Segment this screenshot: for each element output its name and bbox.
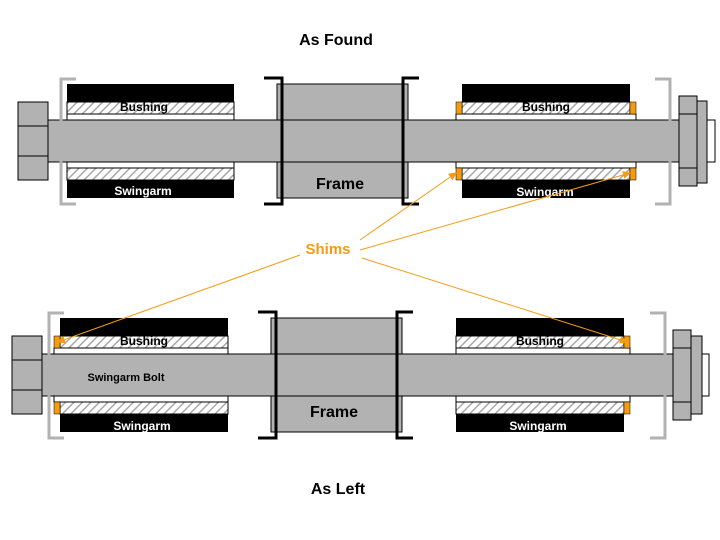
swingarm-label: Swingarm: [509, 419, 566, 433]
swingarm-bottom-plate: [67, 180, 234, 198]
shims-label: Shims: [305, 241, 350, 258]
bushing-sleeve-top: [455, 347, 631, 355]
nut: [672, 329, 710, 421]
swingarm-bracket-left: [47, 311, 64, 440]
swingarm-bracket-right: [655, 77, 672, 206]
swingarm-label: Swingarm: [114, 184, 171, 198]
as-left-title: As Left: [311, 481, 366, 498]
bolt-head: [11, 335, 43, 415]
swingarm-label: Swingarm: [113, 419, 170, 433]
shim: [455, 167, 463, 181]
as-found-assembly: As Found Bushing Swingarm Bushing Swinga…: [17, 32, 716, 206]
as-found-title: As Found: [299, 32, 373, 49]
swingarm-bracket-right: [650, 311, 667, 440]
frame-label: Frame: [316, 176, 364, 193]
shim: [629, 167, 637, 181]
frame-bracket-left: [258, 310, 278, 440]
callout-arrow: [361, 257, 628, 344]
bushing-bottom: [461, 167, 631, 181]
bushing-sleeve-top: [53, 347, 229, 355]
bushing-label: Bushing: [522, 100, 570, 114]
bushing-sleeve-bottom: [455, 161, 637, 169]
bushing-label: Bushing: [120, 100, 168, 114]
bushing-sleeve-bottom: [455, 395, 631, 403]
bushing-bottom: [66, 167, 235, 181]
bushing-sleeve-top: [66, 113, 235, 121]
bushing-sleeve-top: [455, 113, 637, 121]
bushing-label: Bushing: [120, 334, 168, 348]
bolt-head: [17, 101, 49, 181]
right-swingarm-assembly: Bushing Swingarm: [455, 84, 637, 199]
bolt-head-body: [11, 335, 43, 415]
right-swingarm-assembly: Bushing Swingarm: [455, 318, 631, 433]
nut-washer: [689, 335, 703, 415]
bolt-head-body: [17, 101, 49, 181]
nut-body: [678, 95, 698, 187]
bushing-label: Bushing: [516, 334, 564, 348]
swingarm-top-plate: [67, 84, 234, 102]
swingarm-bottom-plate: [60, 414, 228, 432]
nut: [678, 95, 716, 187]
swingarm-label: Swingarm: [516, 185, 573, 199]
swingarm-bolt-shaft: [41, 353, 677, 397]
shim: [455, 101, 463, 115]
shim: [629, 101, 637, 115]
left-swingarm-assembly: Bushing Swingarm: [53, 318, 229, 433]
left-swingarm-assembly: Bushing Swingarm: [66, 84, 235, 198]
bushing-bottom: [455, 401, 625, 415]
swingarm-top-plate: [462, 84, 630, 102]
bolt-tip: [701, 353, 710, 397]
frame-bracket-left: [264, 76, 284, 206]
shims-callout: Shims: [57, 171, 631, 344]
bushing-sleeve-bottom: [66, 161, 235, 169]
callout-arrow: [359, 171, 631, 251]
shim: [53, 401, 61, 415]
as-left-assembly: Bushing Swingarm Bushing Swingarm Swinga…: [11, 310, 710, 498]
swingarm-top-plate: [60, 318, 228, 336]
swingarm-bolt-shaft: [47, 119, 683, 163]
swingarm-bolt-label: Swingarm Bolt: [87, 372, 164, 384]
frame-label: Frame: [310, 404, 358, 421]
bushing-bottom: [59, 401, 229, 415]
bushing-sleeve-bottom: [53, 395, 229, 403]
callout-arrow: [359, 172, 457, 241]
swingarm-bottom-plate: [456, 414, 624, 432]
frame-bracket-right: [395, 310, 413, 440]
swingarm-top-plate: [456, 318, 624, 336]
callout-arrow: [57, 254, 301, 344]
nut-body: [672, 329, 692, 421]
shim: [623, 401, 631, 415]
swingarm-bracket-left: [59, 77, 76, 206]
